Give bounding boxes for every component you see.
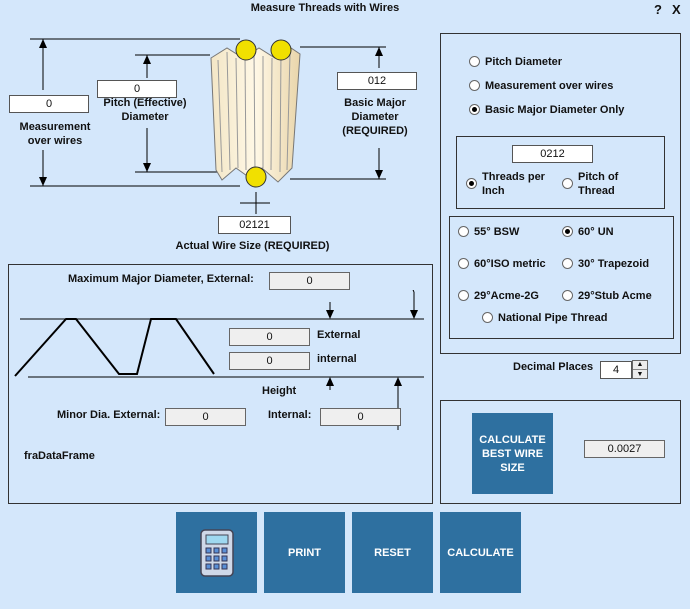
bsw-radio[interactable] — [458, 226, 469, 237]
window-title: Measure Threads with Wires — [250, 2, 400, 14]
major-label-1: Basic Major — [344, 97, 406, 109]
spin-up-icon[interactable]: ▲ — [633, 361, 647, 370]
npt-option[interactable]: National Pipe Thread — [498, 312, 608, 324]
thread-type-frame — [449, 216, 674, 339]
measurement-option[interactable]: Measurement over wires — [485, 80, 614, 92]
basic-major-diameter-field[interactable]: 012 — [337, 72, 417, 90]
height-label: Height — [262, 385, 297, 397]
calculator-icon — [199, 528, 234, 577]
major-label-2: Diameter — [351, 111, 399, 123]
best-wire-frame — [440, 400, 681, 504]
max-major-label: Maximum Major Diameter, External: — [68, 273, 254, 285]
close-button[interactable]: X — [672, 2, 681, 17]
bsw-option[interactable]: 55° BSW — [474, 226, 520, 238]
threads-per-inch-label-1[interactable]: Threads per — [482, 171, 545, 183]
npt-radio[interactable] — [482, 312, 493, 323]
thread-diagram — [30, 38, 386, 214]
pitch-of-thread-radio[interactable] — [562, 178, 573, 189]
internal-label: internal — [317, 353, 357, 365]
stub-acme-radio[interactable] — [562, 290, 573, 301]
data-frame — [8, 264, 433, 504]
print-button[interactable]: PRINT — [264, 512, 345, 593]
calculator-button[interactable] — [176, 512, 257, 593]
decimal-places-field[interactable]: 4 — [600, 361, 632, 379]
wire-size-label: Actual Wire Size (REQUIRED) — [175, 240, 330, 252]
basic-major-option[interactable]: Basic Major Diameter Only — [485, 104, 625, 116]
minor-dia-label: Minor Dia. External: — [57, 409, 161, 421]
decimal-spinner[interactable]: ▲ ▼ — [632, 360, 648, 379]
help-button[interactable]: ? — [654, 2, 662, 17]
iso-option[interactable]: 60°ISO metric — [474, 258, 546, 270]
internal-minor-label: Internal: — [268, 409, 312, 421]
calculate-best-wire-button[interactable]: CALCULATE BEST WIRE SIZE — [472, 413, 553, 494]
stub-acme-option[interactable]: 29°Stub Acme — [578, 290, 652, 302]
spin-down-icon[interactable]: ▼ — [636, 371, 644, 378]
minor-dia-field: 0 — [165, 408, 246, 426]
tpi-field[interactable]: 0212 — [512, 145, 593, 163]
external-label: External — [317, 329, 361, 341]
measurement-label-1: Measurement — [19, 121, 91, 133]
pitch-of-thread-label-2[interactable]: Thread — [578, 185, 615, 197]
acme-radio[interactable] — [458, 290, 469, 301]
options-frame — [440, 33, 681, 354]
basic-major-radio[interactable] — [469, 104, 480, 115]
thread-profile-diagram — [14, 290, 424, 430]
threads-per-inch-radio[interactable] — [466, 178, 477, 189]
pitch-diameter-radio[interactable] — [469, 56, 480, 67]
un-radio[interactable] — [562, 226, 573, 237]
un-option[interactable]: 60° UN — [578, 226, 614, 238]
external-field: 0 — [229, 328, 310, 346]
tpi-frame — [456, 136, 665, 209]
calculate-button[interactable]: CALCULATE — [440, 512, 521, 593]
decimal-places-label: Decimal Places — [513, 361, 594, 373]
best-wire-result: 0.0027 — [584, 440, 665, 458]
iso-radio[interactable] — [458, 258, 469, 269]
pitch-diameter-field[interactable]: 0 — [97, 80, 177, 98]
measurement-label-2: over wires — [27, 135, 83, 147]
major-label-3: (REQUIRED) — [342, 125, 408, 137]
pitch-of-thread-label-1[interactable]: Pitch of — [578, 171, 619, 183]
threads-per-inch-label-2[interactable]: Inch — [482, 185, 505, 197]
measurement-over-wires-field[interactable]: 0 — [9, 95, 89, 113]
wire-size-field[interactable]: 02121 — [218, 216, 291, 234]
pitch-label-2: Diameter — [121, 111, 169, 123]
reset-button[interactable]: RESET — [352, 512, 433, 593]
pitch-label-1: Pitch (Effective) — [103, 97, 187, 109]
measurement-radio[interactable] — [469, 80, 480, 91]
frame-name-label: fraDataFrame — [24, 450, 95, 462]
max-major-field: 0 — [269, 272, 350, 290]
trapezoid-radio[interactable] — [562, 258, 573, 269]
internal-minor-field: 0 — [320, 408, 401, 426]
pitch-diameter-option[interactable]: Pitch Diameter — [485, 56, 563, 68]
trapezoid-option[interactable]: 30° Trapezoid — [578, 258, 650, 270]
acme-option[interactable]: 29°Acme-2G — [474, 290, 539, 302]
internal-field: 0 — [229, 352, 310, 370]
